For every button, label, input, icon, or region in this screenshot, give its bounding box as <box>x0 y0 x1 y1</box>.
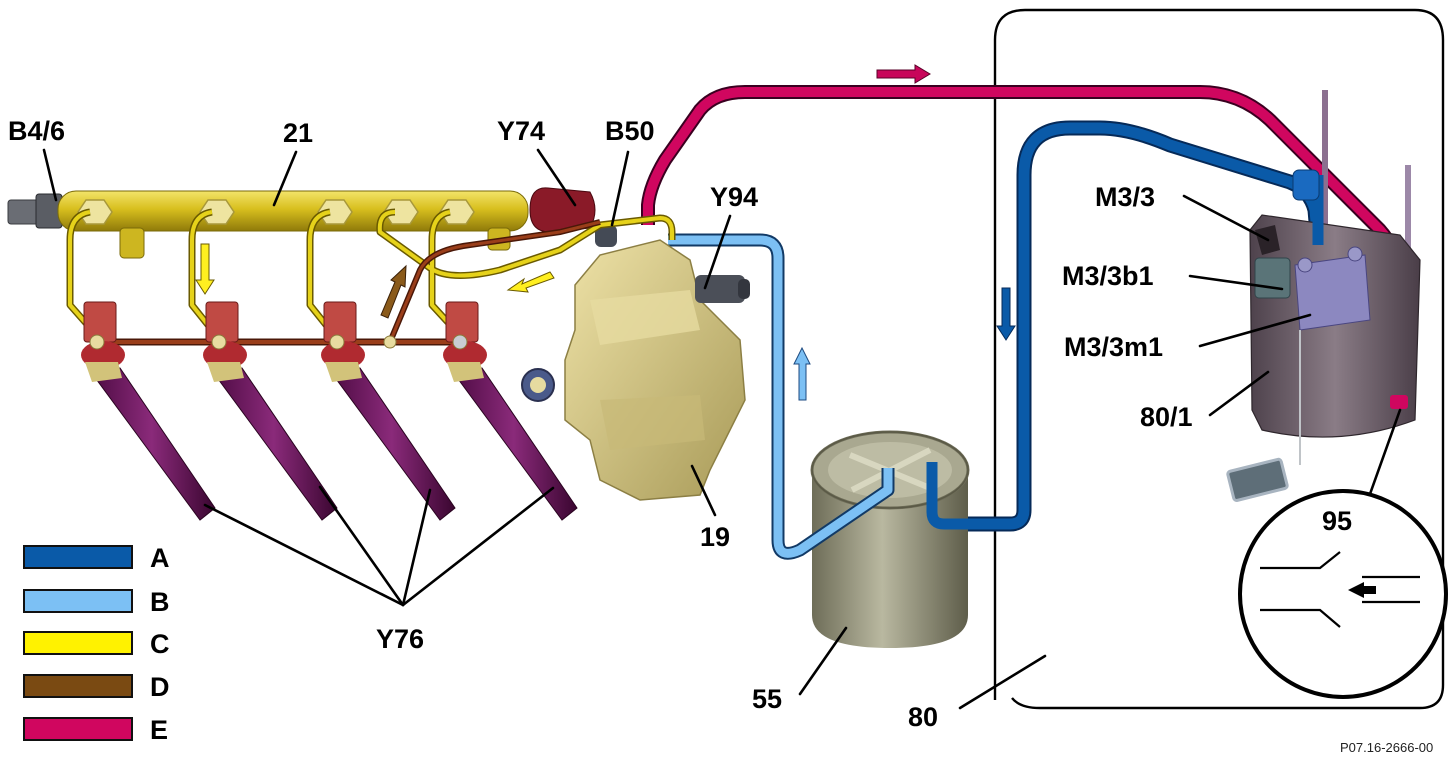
legend-swatch-d <box>23 674 133 698</box>
flow-arrow-b <box>793 346 811 401</box>
valve-y94 <box>695 275 745 303</box>
fuel-pump-motor-m3-3m1 <box>1294 254 1371 331</box>
high-pressure-pump <box>521 225 750 501</box>
float <box>1226 457 1289 502</box>
legend-swatch-e <box>23 717 133 741</box>
legend-label-e: E <box>150 715 168 745</box>
fuel-level-sensor-m3-3b1 <box>1254 257 1291 299</box>
label-m3-3: M3/3 <box>1095 182 1155 212</box>
line-d-leak-return <box>95 219 601 346</box>
label-module-80-1: 80/1 <box>1140 402 1193 432</box>
legend-label-a: A <box>150 543 170 573</box>
label-detail-95: 95 <box>1322 506 1352 536</box>
legend-item-b: B <box>23 587 170 617</box>
injector-2 <box>203 301 338 521</box>
legend-swatch-b <box>23 589 133 613</box>
legend: A B C D E <box>23 543 170 745</box>
reference-code: P07.16-2666-00 <box>1340 740 1433 755</box>
component-labels: B4/6 21 Y74 B50 Y94 Y76 19 55 80 M3/3 M3… <box>8 116 1352 732</box>
injector-3 <box>321 301 456 521</box>
label-filter-55: 55 <box>752 684 782 714</box>
legend-label-c: C <box>150 629 170 659</box>
legend-item-d: D <box>23 672 170 702</box>
flow-arrow-c-left <box>506 271 555 293</box>
label-m3-3b1: M3/3b1 <box>1062 261 1154 291</box>
pressure-sensor-b50 <box>595 225 617 247</box>
fuel-pump-module <box>1226 90 1421 502</box>
fuel-rail <box>7 187 596 259</box>
flow-arrow-icon <box>1348 582 1376 598</box>
injectors <box>81 301 578 521</box>
label-tank-80: 80 <box>908 702 938 732</box>
label-y76: Y76 <box>376 624 424 654</box>
fuel-tank-outline <box>993 8 1445 710</box>
label-y74: Y74 <box>497 116 545 146</box>
detail-95-orifice <box>1238 408 1448 699</box>
legend-item-a: A <box>23 543 170 573</box>
line-c-high-pressure <box>66 208 676 333</box>
flow-arrow-d <box>380 264 407 319</box>
label-rail-21: 21 <box>283 118 313 148</box>
label-pump-19: 19 <box>700 522 730 552</box>
flow-arrow-a <box>996 287 1016 341</box>
line-a-filter-outlet <box>926 462 1010 530</box>
injector-4 <box>443 301 578 521</box>
label-b4-6: B4/6 <box>8 116 65 146</box>
legend-item-c: C <box>23 629 170 659</box>
legend-label-d: D <box>150 672 170 702</box>
flow-arrow-e <box>876 64 931 84</box>
injector-1 <box>81 301 216 521</box>
label-m3-3m1: M3/3m1 <box>1064 332 1163 362</box>
fuel-filter <box>810 430 970 648</box>
legend-item-e: E <box>23 715 168 745</box>
label-y94: Y94 <box>710 182 758 212</box>
legend-swatch-a <box>23 545 133 569</box>
label-b50: B50 <box>605 116 655 146</box>
flow-arrow-c-down <box>195 243 215 295</box>
line-b-supply <box>668 233 895 560</box>
legend-label-b: B <box>150 587 170 617</box>
legend-swatch-c <box>23 631 133 655</box>
leader-lines <box>42 148 1312 710</box>
valve-y74 <box>529 187 596 233</box>
